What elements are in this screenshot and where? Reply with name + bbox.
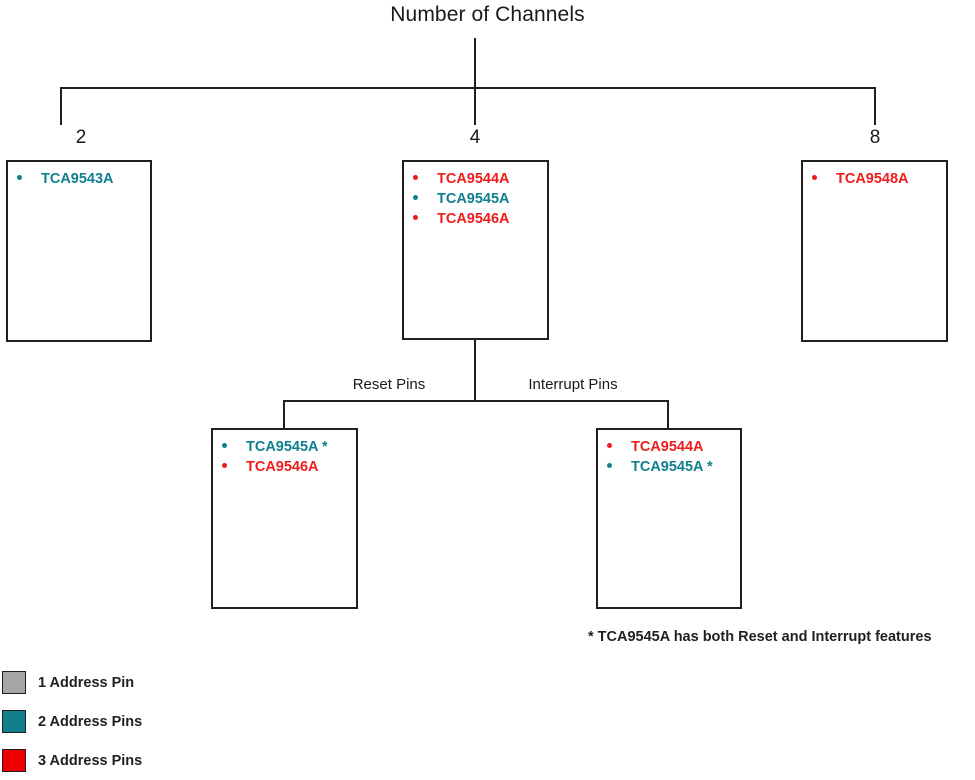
device-name: TCA9544A xyxy=(631,439,704,455)
box-reset-pin-devices[interactable]: TCA9545A * TCA9546A xyxy=(211,428,358,609)
legend-label: 2 Address Pins xyxy=(38,713,143,730)
legend-swatch-icon xyxy=(2,710,26,733)
sub-branch-label-interrupt-pins: Interrupt Pins xyxy=(528,376,618,393)
branch-drop-line-8 xyxy=(874,87,876,125)
bullet-icon xyxy=(413,175,418,180)
box-two-channel-devices[interactable]: TCA9543A xyxy=(6,160,152,342)
bullet-icon xyxy=(812,175,817,180)
sub-branch-drop-line-interrupt xyxy=(667,400,669,428)
branch-label-channels-2: 2 xyxy=(75,127,87,148)
bullet-icon xyxy=(17,175,22,180)
device-name: TCA9545A xyxy=(437,191,510,207)
device-name: TCA9545A * xyxy=(631,459,713,475)
sub-connector-bus xyxy=(283,400,669,402)
root-connector-line xyxy=(474,38,476,88)
bullet-icon xyxy=(413,215,418,220)
sub-branch-drop-line-reset xyxy=(283,400,285,428)
device-list-item: TCA9546A xyxy=(404,209,547,229)
bullet-icon xyxy=(607,443,612,448)
branch-label-channels-4: 4 xyxy=(469,127,481,148)
device-list-interrupt-pins: TCA9544A TCA9545A * xyxy=(598,430,740,477)
legend-swatch-icon xyxy=(2,749,26,772)
device-list-eight-channel: TCA9548A xyxy=(803,162,946,189)
device-list-item: TCA9545A * xyxy=(598,457,740,477)
legend-label: 1 Address Pin xyxy=(38,674,135,691)
device-name: TCA9544A xyxy=(437,171,510,187)
device-list-two-channel: TCA9543A xyxy=(8,162,150,189)
legend: 1 Address Pin 2 Address Pins 3 Address Pin… xyxy=(2,663,142,780)
bullet-icon xyxy=(413,195,418,200)
main-connector-bus xyxy=(60,87,876,89)
sub-root-connector-line xyxy=(474,340,476,401)
box-eight-channel-devices[interactable]: TCA9548A xyxy=(801,160,948,342)
device-name: TCA9543A xyxy=(41,171,114,187)
legend-item: 2 Address Pins xyxy=(2,702,142,741)
bullet-icon xyxy=(222,443,227,448)
legend-item: 1 Address Pin xyxy=(2,663,142,702)
page-title: Number of Channels xyxy=(390,3,585,26)
device-name: TCA9548A xyxy=(836,171,909,187)
branch-label-channels-8: 8 xyxy=(869,127,881,148)
box-four-channel-devices[interactable]: TCA9544A TCA9545A TCA9546A xyxy=(402,160,549,340)
bullet-icon xyxy=(607,463,612,468)
sub-branch-label-reset-pins: Reset Pins xyxy=(352,376,426,393)
device-list-item: TCA9548A xyxy=(803,169,946,189)
device-list-item: TCA9546A xyxy=(213,457,356,477)
branch-drop-line-2 xyxy=(60,87,62,125)
device-list-item: TCA9544A xyxy=(404,169,547,189)
legend-swatch-icon xyxy=(2,671,26,694)
footnote-text: * TCA9545A has both Reset and Interrupt … xyxy=(588,629,932,645)
device-name: TCA9545A * xyxy=(246,439,328,455)
branch-drop-line-4 xyxy=(474,87,476,125)
device-list-item: TCA9545A * xyxy=(213,437,356,457)
device-name: TCA9546A xyxy=(437,211,510,227)
box-interrupt-pin-devices[interactable]: TCA9544A TCA9545A * xyxy=(596,428,742,609)
device-list-item: TCA9545A xyxy=(404,189,547,209)
device-list-reset-pins: TCA9545A * TCA9546A xyxy=(213,430,356,477)
device-list-item: TCA9544A xyxy=(598,437,740,457)
device-list-item: TCA9543A xyxy=(8,169,150,189)
device-name: TCA9546A xyxy=(246,459,319,475)
legend-item: 3 Address Pins xyxy=(2,741,142,780)
device-list-four-channel: TCA9544A TCA9545A TCA9546A xyxy=(404,162,547,229)
legend-label: 3 Address Pins xyxy=(38,752,143,769)
bullet-icon xyxy=(222,463,227,468)
